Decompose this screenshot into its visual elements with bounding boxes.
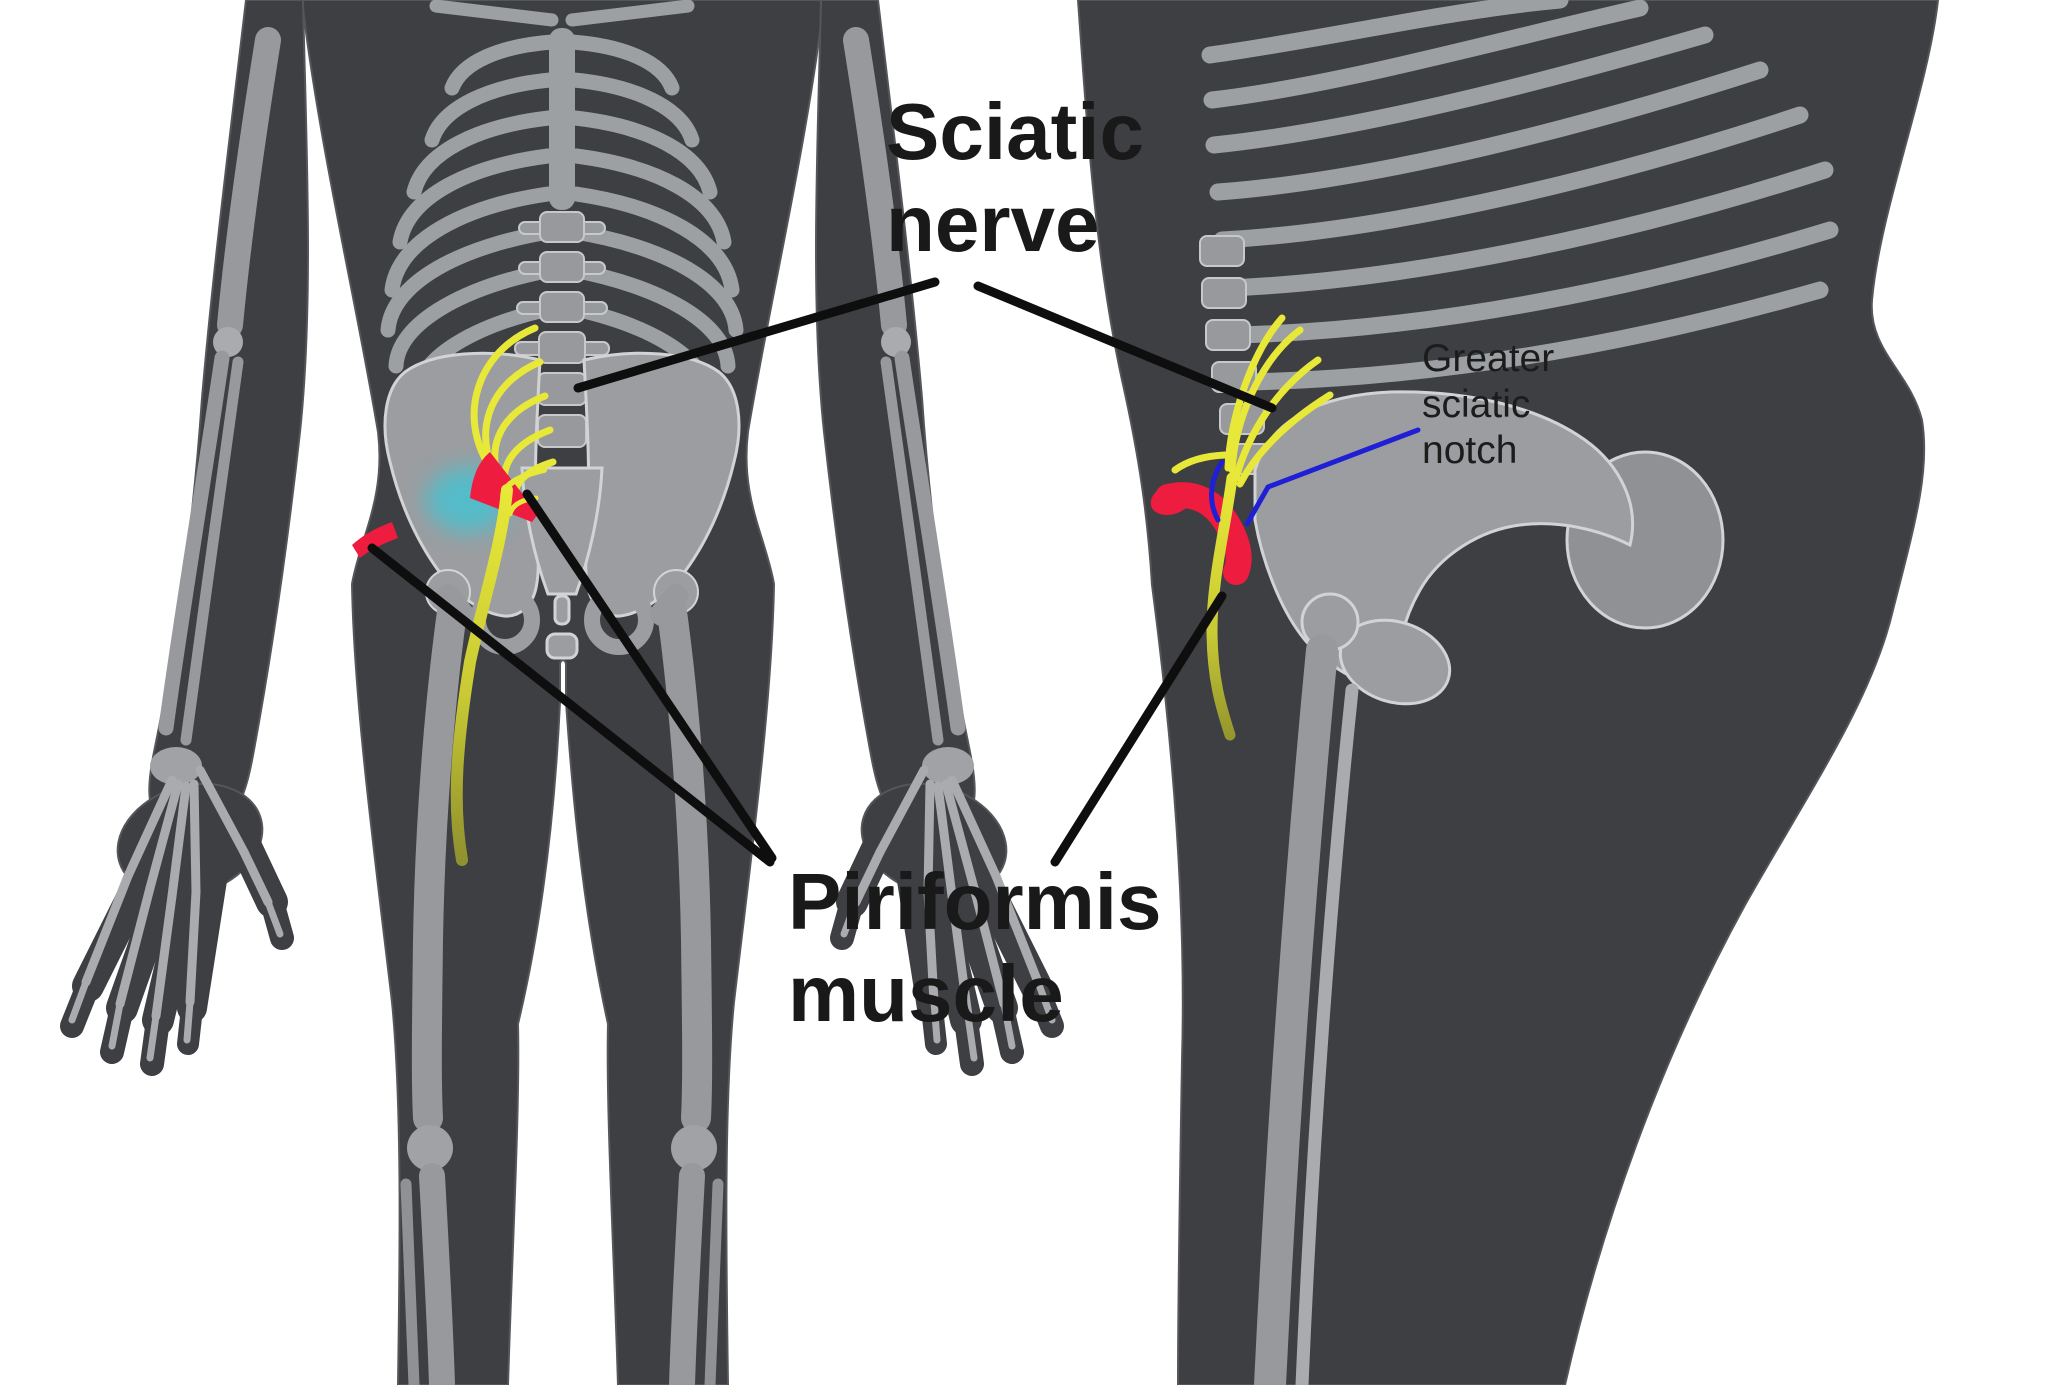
front-skeleton — [72, 6, 1052, 1385]
side-figure — [1076, 0, 1940, 1385]
piriformis-trigger-mark-front — [352, 522, 398, 558]
sciatic-nerve-roots-side — [1171, 314, 1334, 488]
label-sciatic-nerve-line1: Sciatic — [886, 87, 1144, 176]
side-body-silhouette — [1076, 0, 1940, 1385]
side-skeleton — [1199, 0, 1839, 1385]
annotation-line-greater-sciatic-notch — [1244, 427, 1421, 527]
label-sciatic-nerve: Sciatic nerve — [886, 86, 1144, 270]
rib-cage-side — [1201, 0, 1839, 391]
notch-outline-mark — [1209, 459, 1225, 523]
annotation-line-piriformis-front — [522, 489, 777, 863]
label-greater-sciatic-notch-line3: notch — [1422, 429, 1518, 473]
annotation-line-sciatic-side — [973, 281, 1277, 413]
sternum-bone — [549, 28, 575, 210]
leg-bones-side — [1254, 634, 1359, 1385]
annotation-line-piriformis-side — [1050, 591, 1227, 867]
annotation-line-piriformis-hip — [367, 543, 775, 867]
label-greater-sciatic-notch: Greater sciatic notch — [1422, 336, 1554, 474]
sciatic-nerve-trunk-front — [450, 484, 513, 866]
label-greater-sciatic-notch-line1: Greater — [1422, 337, 1555, 380]
label-sciatic-nerve-line2: nerve — [886, 179, 1100, 268]
label-piriformis-muscle: Piriformis muscle — [788, 856, 1161, 1040]
sciatic-nerve-trunk-side — [1206, 472, 1238, 741]
label-piriformis-muscle-line2: muscle — [788, 949, 1064, 1038]
pelvis-side — [1253, 390, 1725, 706]
piriformis-origin-side — [1150, 483, 1194, 515]
front-figure — [72, 0, 1052, 1385]
label-piriformis-muscle-line1: Piriformis — [788, 857, 1162, 946]
notch-annotation — [1209, 427, 1421, 527]
label-greater-sciatic-notch-line2: sciatic — [1422, 383, 1531, 427]
annotation-line-sciatic-front — [573, 277, 940, 393]
annotation-lines — [367, 277, 1277, 867]
